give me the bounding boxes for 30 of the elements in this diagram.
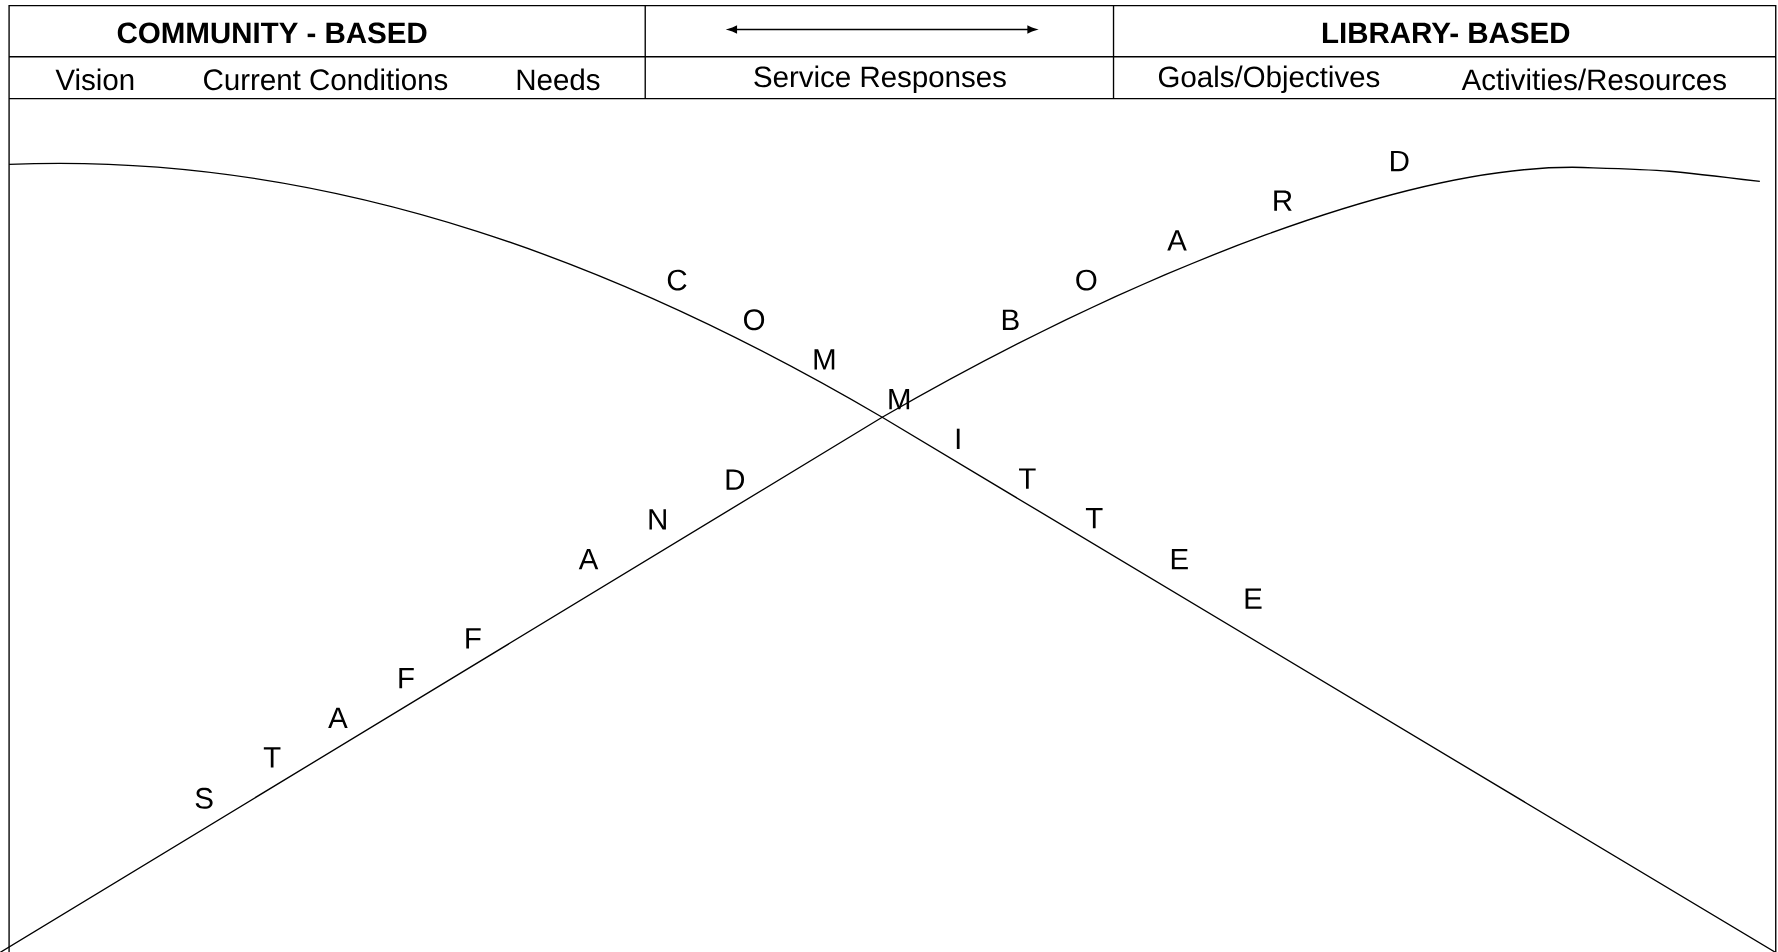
curve-letter: T: [1019, 468, 1036, 489]
curve-letter: S: [195, 787, 213, 809]
curve-letter: T: [1085, 507, 1103, 529]
column-label: Goals/Objectives: [1158, 65, 1380, 93]
curve-letter: C: [667, 269, 687, 291]
curve-letter: E: [1171, 548, 1188, 569]
curve-letter: F: [466, 628, 481, 649]
column-label: Vision: [55, 68, 134, 90]
column-label: Current Conditions: [204, 68, 448, 90]
curve-letter: M: [889, 388, 910, 410]
curve-letter: I: [956, 428, 960, 449]
curve-letter: A: [328, 707, 348, 728]
curve-letter: E: [1245, 588, 1262, 609]
curve-letter: D: [1391, 150, 1409, 171]
column-heading: LIBRARY- BASED: [1322, 22, 1570, 44]
column-label: Activities/Resources: [1461, 68, 1726, 90]
curve-letter: T: [263, 747, 281, 768]
curve-letter: R: [1274, 190, 1292, 211]
curve-letter: O: [744, 309, 765, 330]
column-heading: COMMUNITY - BASED: [117, 22, 427, 44]
curve-letter: A: [578, 548, 599, 569]
curve-letter: B: [1002, 309, 1019, 330]
curve-letter: A: [1167, 230, 1187, 251]
curve-letter: D: [726, 469, 745, 490]
column-label: Needs: [517, 68, 600, 90]
curve-letter: F: [399, 667, 414, 688]
curve-letter: M: [814, 349, 835, 370]
column-label: Service Responses: [754, 65, 1006, 93]
curve-letter: O: [1076, 269, 1097, 291]
curve-letter: N: [649, 508, 666, 530]
